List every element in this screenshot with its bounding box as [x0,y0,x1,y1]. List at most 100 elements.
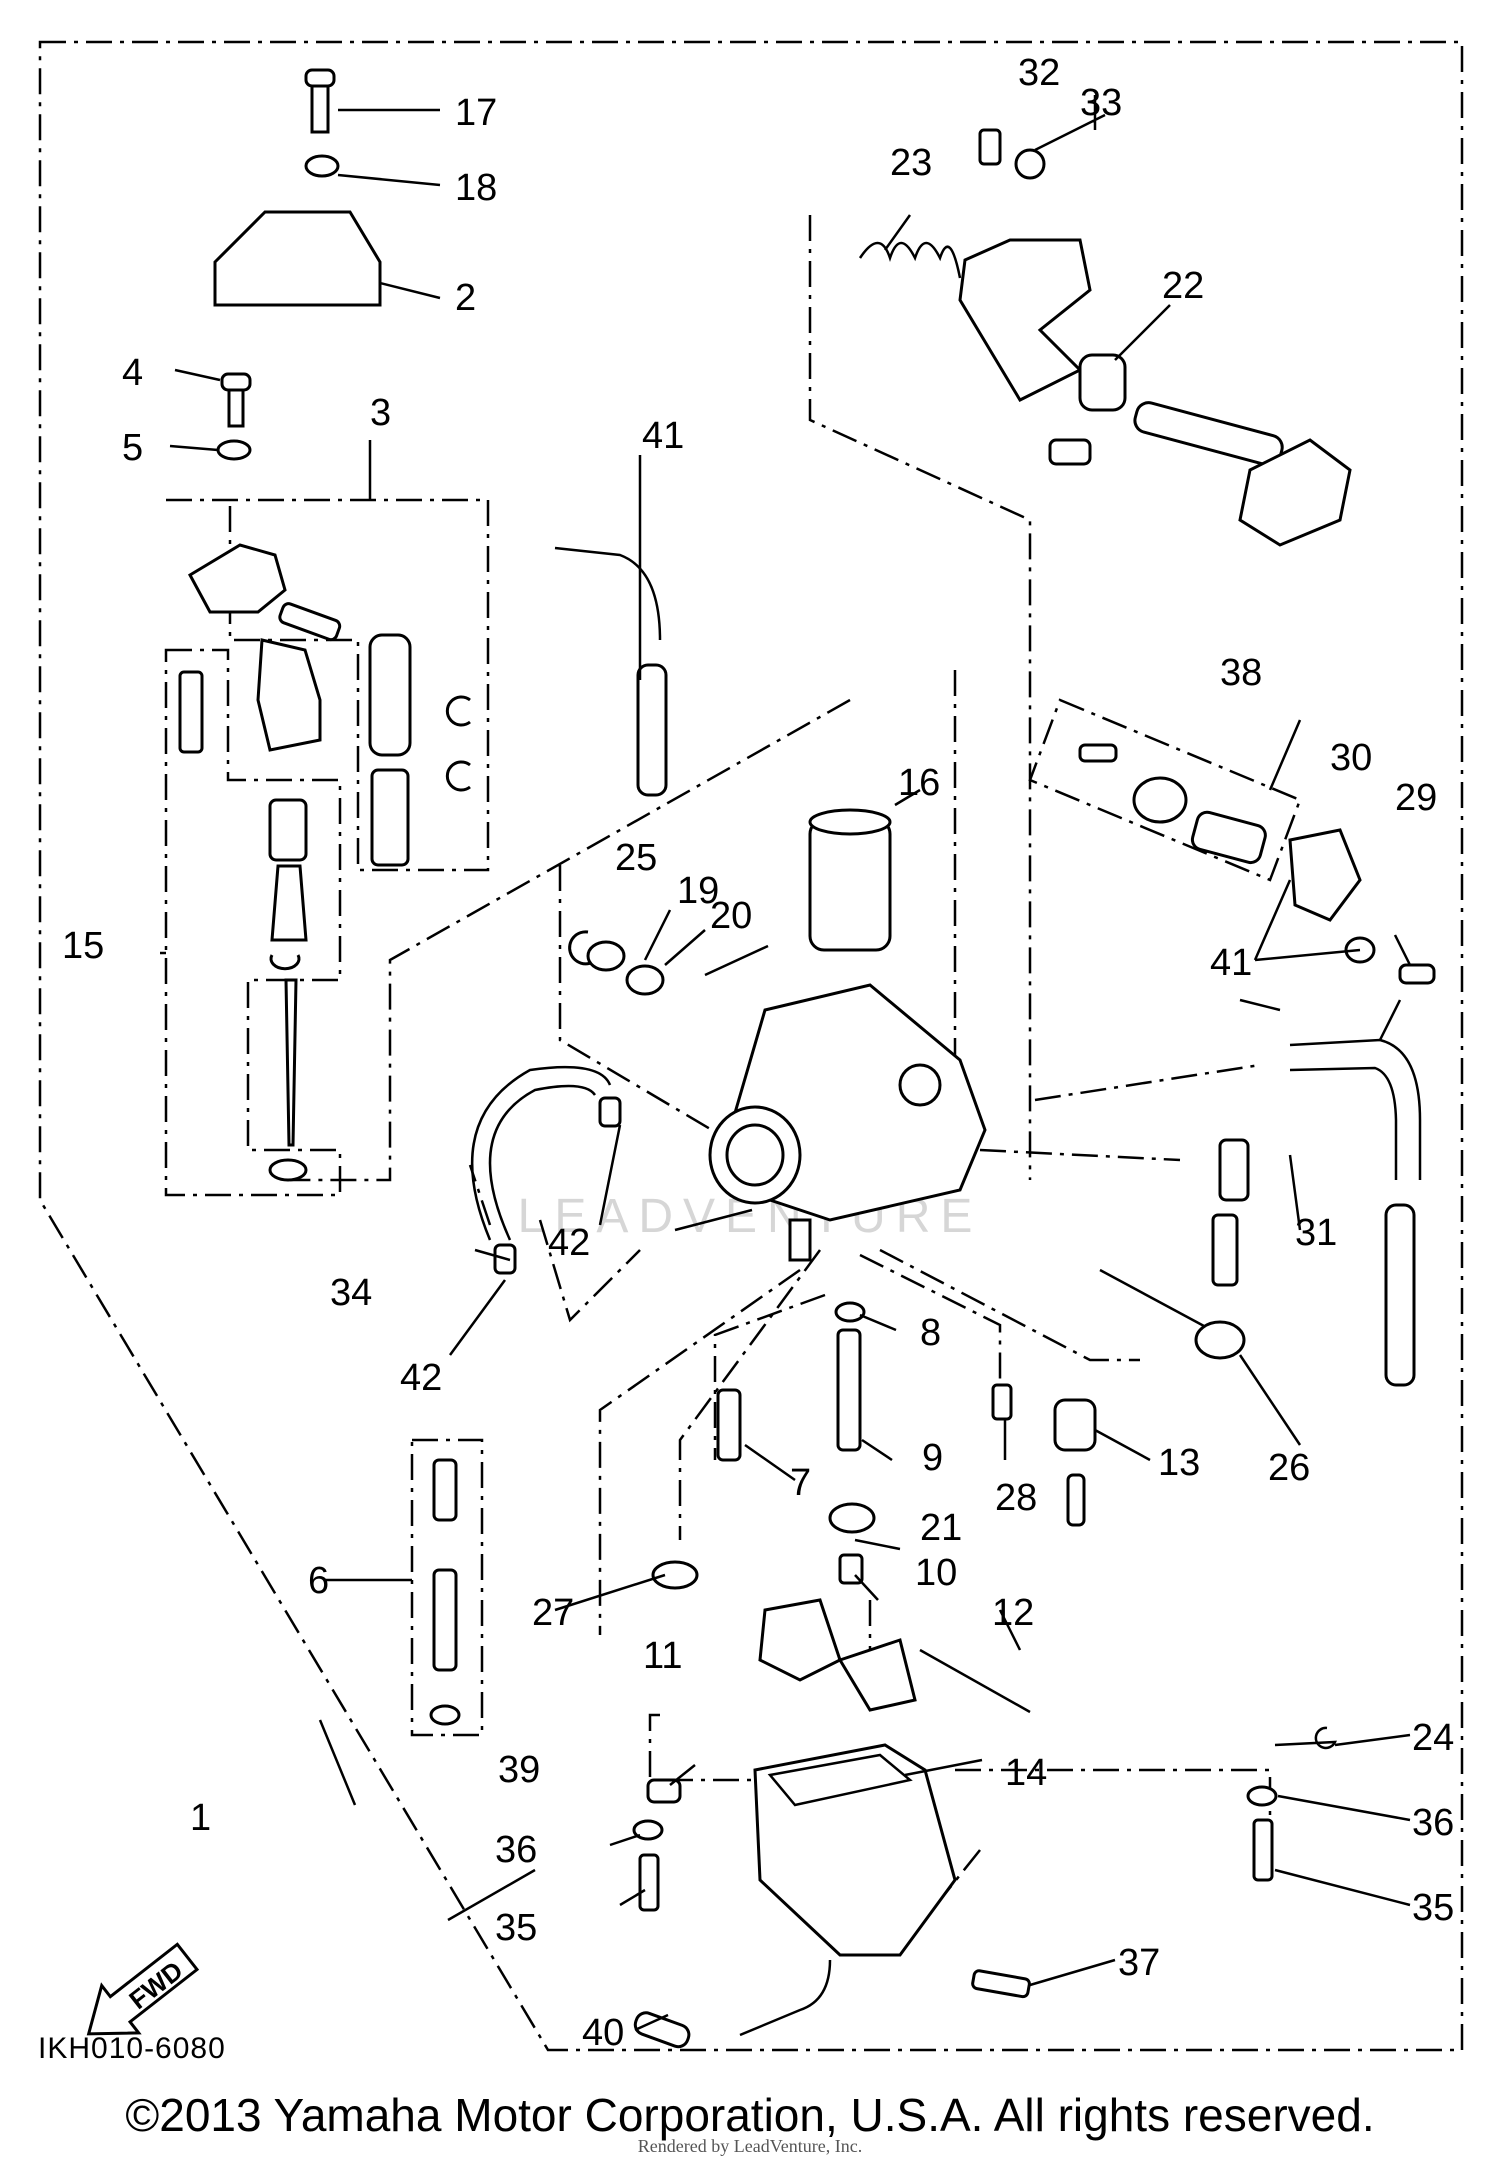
callout-25: 25 [615,837,657,879]
plate-38 [1132,776,1188,824]
needle-jet-9 [836,1328,862,1452]
callout-41b: 41 [1210,942,1252,984]
callout-27: 27 [532,1592,574,1634]
callout-15: 15 [62,925,104,967]
washer-36-left [632,1819,664,1841]
callout-16: 16 [898,762,940,804]
float-11 [758,1598,917,1712]
screw-35-right [1252,1818,1274,1882]
washer-18 [304,154,340,178]
plate-39 [646,1778,682,1804]
nut-33 [1014,148,1046,180]
callout-35: 35 [495,1907,537,1949]
hose-40-elbow [739,1959,832,2037]
seal-15 [268,1158,308,1182]
link-plate-3 [368,633,412,757]
screw-29 [1398,963,1436,985]
callout-18: 18 [455,167,497,209]
callout-29: 29 [1395,777,1437,819]
connector-lines [290,670,1272,1901]
callout-11: 11 [643,1635,682,1677]
spring-6 [432,1458,458,1522]
float-chamber-14 [753,1743,957,1957]
callout-34: 34 [330,1272,372,1314]
washer-36-right [1246,1785,1278,1807]
gasket-27 [651,1560,699,1590]
cap-38 [1288,828,1362,922]
callout-7: 7 [790,1462,811,1504]
hose-34 [470,1065,612,1241]
group-38-box [1028,698,1302,882]
copyright-notice: ©2013 Yamaha Motor Corporation, U.S.A. A… [125,2089,1375,2141]
callout-37: 37 [1118,1942,1160,1984]
hose-34-inner [488,1084,597,1241]
callout-4: 4 [122,352,143,394]
hose-41-segment [636,663,668,797]
screw-31 [1211,1213,1239,1287]
spring-31 [1218,1138,1250,1202]
callout-24: 24 [1412,1717,1454,1759]
needle-valve-13 [1066,1473,1086,1527]
screw-17 [304,68,336,134]
fitting-42a [598,1096,622,1128]
throttle-bracket [958,238,1092,402]
float-pin-12 [919,1648,1031,1714]
callout-30: 30 [1330,737,1372,779]
screw-15 [178,670,204,754]
callout-35b: 35 [1412,1887,1454,1929]
callout-21: 21 [920,1507,962,1549]
leader-lines [160,95,1412,2032]
throttle-shaft [1133,401,1284,467]
screw-35-left [638,1853,660,1912]
needle-holder-15 [270,864,308,942]
callout-5: 5 [122,427,143,469]
bolt-bracket [1048,438,1092,466]
callout-9: 9 [922,1437,943,1479]
screw-38 [1078,743,1118,763]
pilot-jet-7 [716,1388,742,1462]
seal-20 [625,964,665,996]
spring-38 [1190,810,1267,865]
callout-10: 10 [915,1552,957,1594]
callout-3: 3 [370,392,391,434]
bolt-4 [220,372,252,428]
group-3-box [166,498,490,872]
callout-8: 8 [920,1312,941,1354]
throttle-group-line [808,215,1032,1180]
drain-screw-37 [971,1969,1031,1999]
oring-8 [834,1301,866,1323]
callout-41: 41 [642,415,684,457]
callout-40: 40 [582,2012,624,2054]
callout-17: 17 [455,92,497,134]
callout-42b: 42 [400,1357,442,1399]
assembly-boundary [38,40,1464,2052]
jet-needle-15 [284,978,298,1147]
oring-6 [429,1704,461,1726]
clip-24 [1274,1726,1337,1750]
hose-40 [633,2011,691,2049]
callout-38: 38 [1220,652,1262,694]
washer-21 [828,1502,876,1534]
hose-41-right-segment [1384,1203,1416,1387]
carburetor-body [708,983,987,1262]
pilot-screw-6 [432,1568,458,1672]
callout-2: 2 [455,277,476,319]
callout-26: 26 [1268,1447,1310,1489]
spring-15 [268,798,308,862]
hose-41-right [1289,1038,1422,1180]
clip-3b [445,760,471,792]
diagram-code: IKH010-6080 [38,2032,226,2065]
piston-16 [808,808,892,952]
bolt-32 [978,128,1002,166]
hose-41-right-inner [1289,1066,1398,1180]
hose-41-left [554,546,662,641]
callout-39: 39 [498,1749,540,1791]
clip-3a [445,695,471,727]
callout-36b: 36 [1412,1802,1454,1844]
callout-13: 13 [1158,1442,1200,1484]
callout-20: 20 [710,895,752,937]
callout-23: 23 [890,142,932,184]
callout-6: 6 [308,1560,329,1602]
callout-19: 19 [677,870,719,912]
